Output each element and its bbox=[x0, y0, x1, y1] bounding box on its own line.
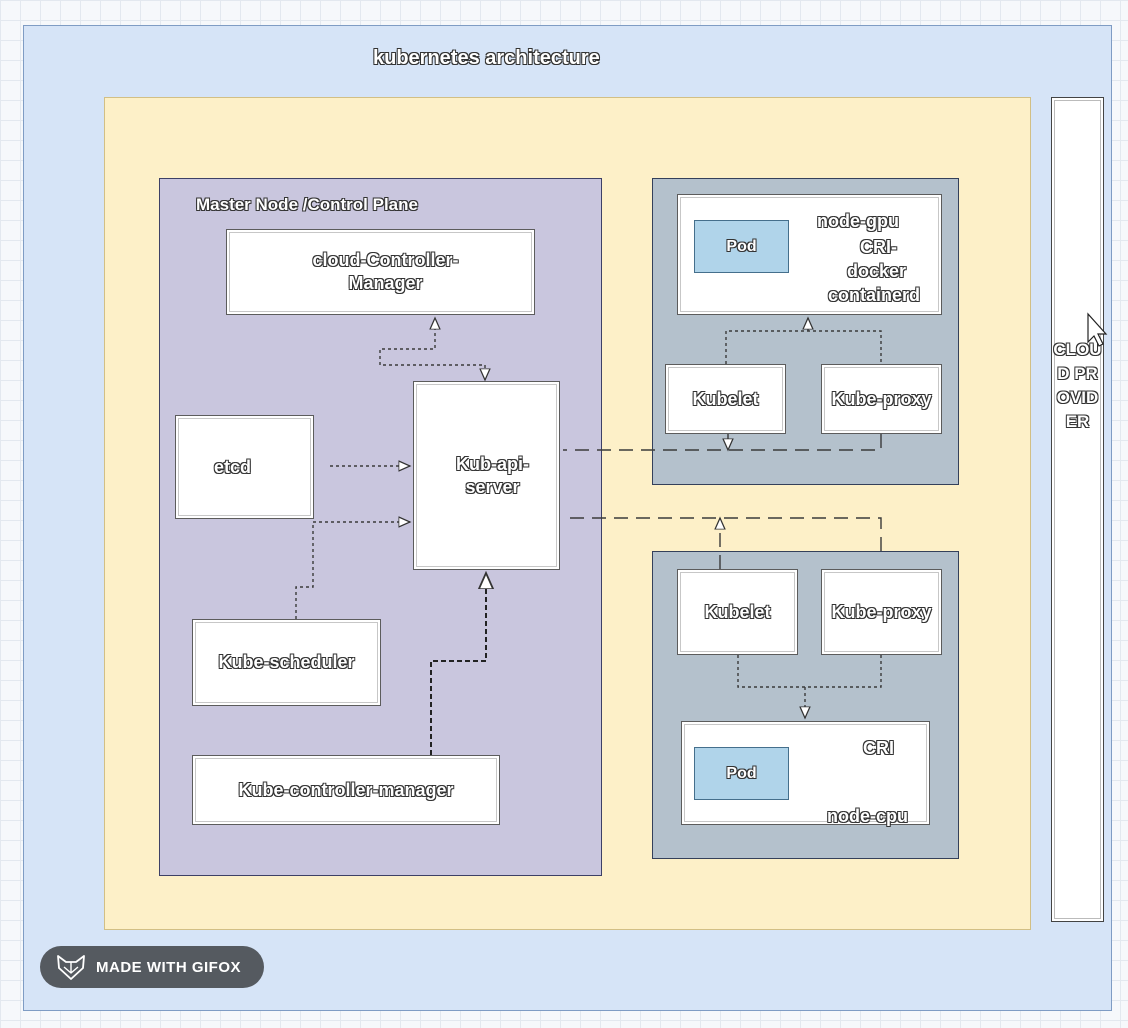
connector-controller-manager-api bbox=[430, 573, 486, 755]
node-gpu-runtime-docker: docker bbox=[847, 261, 907, 281]
pod-gpu-label: Pod bbox=[726, 238, 757, 255]
cloud-provider-label: CLOUD PROVIDER bbox=[1053, 340, 1102, 431]
node-cpu-label: node-cpu bbox=[827, 806, 908, 826]
gifox-fox-icon bbox=[57, 955, 85, 980]
kube-controller-manager-label: Kube-controller-manager bbox=[238, 779, 454, 800]
connector-cpu-node-api bbox=[563, 518, 882, 569]
cloud-controller-manager-label: cloud-Controller-Manager bbox=[312, 250, 459, 293]
kube-controller-manager[interactable]: Kube-controller-manager bbox=[192, 755, 500, 825]
kubelet-cpu[interactable]: Kubelet bbox=[677, 569, 798, 655]
node-cpu-runtime-box[interactable] bbox=[681, 721, 930, 825]
master-node-label: Master Node /Control Plane bbox=[196, 195, 418, 214]
pod-cpu[interactable]: Pod bbox=[694, 747, 789, 800]
kube-proxy-cpu[interactable]: Kube-proxy bbox=[821, 569, 942, 655]
diagram-title: kubernetes architecture bbox=[373, 47, 600, 69]
etcd-label: etcd bbox=[214, 456, 252, 477]
node-gpu-cri-label: CRI- bbox=[860, 237, 897, 257]
kubelet-gpu[interactable]: Kubelet bbox=[665, 364, 786, 434]
kube-proxy-cpu-label: Kube-proxy bbox=[831, 601, 932, 622]
kube-proxy-gpu-label: Kube-proxy bbox=[831, 388, 932, 409]
gifox-badge-text: MADE WITH GIFOX bbox=[96, 958, 241, 976]
node-gpu-label: node-gpu bbox=[817, 211, 899, 231]
etcd[interactable]: etcd bbox=[175, 415, 314, 519]
kubelet-gpu-label: Kubelet bbox=[692, 388, 759, 409]
kube-api-server-label: Kub-api-server bbox=[456, 453, 529, 497]
node-cpu-cri-label: CRI bbox=[863, 738, 894, 758]
connector-cloud-controller-api bbox=[379, 318, 485, 380]
connector-scheduler-api bbox=[295, 522, 410, 619]
pod-cpu-label: Pod bbox=[726, 765, 757, 782]
connector-kubelet-cpu-runtime bbox=[737, 655, 882, 718]
gifox-badge[interactable]: MADE WITH GIFOX bbox=[40, 946, 264, 988]
node-gpu-runtime-containerd: containerd bbox=[828, 285, 921, 305]
kubelet-cpu-label: Kubelet bbox=[704, 601, 771, 622]
kube-scheduler-label: Kube-scheduler bbox=[218, 652, 355, 672]
kube-proxy-gpu[interactable]: Kube-proxy bbox=[821, 364, 942, 434]
kube-api-server[interactable]: Kub-api-server bbox=[413, 381, 560, 570]
mouse-pointer-icon bbox=[1087, 312, 1108, 347]
cloud-provider[interactable]: CLOUD PROVIDER bbox=[1051, 97, 1104, 922]
cloud-controller-manager[interactable]: cloud-Controller-Manager bbox=[226, 229, 535, 315]
pod-gpu[interactable]: Pod bbox=[694, 220, 789, 273]
connector-kubelet-gpu-runtime bbox=[725, 318, 882, 364]
connector-gpu-node-api bbox=[563, 434, 882, 450]
kube-scheduler[interactable]: Kube-scheduler bbox=[192, 619, 381, 706]
